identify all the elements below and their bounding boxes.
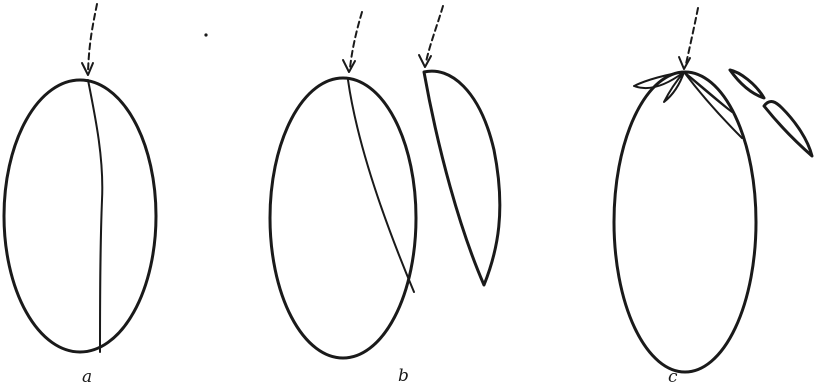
panel-c-label: c bbox=[668, 367, 678, 387]
panel-c-chip-long bbox=[684, 72, 742, 138]
panel-c-egg-outline bbox=[614, 72, 756, 372]
panel-a-impact-arrow bbox=[88, 4, 97, 72]
panel-b-arrow-head bbox=[343, 60, 355, 72]
panel-b-egg-outline bbox=[270, 78, 416, 358]
panel-c-impact-arrow bbox=[686, 8, 698, 64]
panel-a: a bbox=[4, 4, 156, 387]
panel-a-label: a bbox=[82, 367, 92, 387]
panel-b-impact-arrow bbox=[350, 12, 362, 68]
panel-b-detached-fragment bbox=[424, 71, 500, 285]
panel-a-crack-line bbox=[88, 80, 102, 352]
panel-b-label: b bbox=[398, 366, 409, 386]
panel-c-chip-right bbox=[684, 72, 732, 112]
speck-mark bbox=[204, 33, 207, 36]
panel-b-fragment-arrow-head bbox=[419, 55, 431, 67]
panel-c-arrow-head bbox=[679, 57, 690, 69]
panel-a-egg-outline bbox=[4, 80, 156, 352]
panel-c-large-fragment bbox=[764, 102, 812, 156]
panel-c-small-fragment bbox=[730, 70, 764, 98]
panel-b-crack-line bbox=[348, 80, 414, 292]
panel-b: b bbox=[270, 6, 500, 386]
panel-b-fragment-arrow bbox=[426, 6, 443, 62]
panel-c: c bbox=[614, 8, 812, 387]
